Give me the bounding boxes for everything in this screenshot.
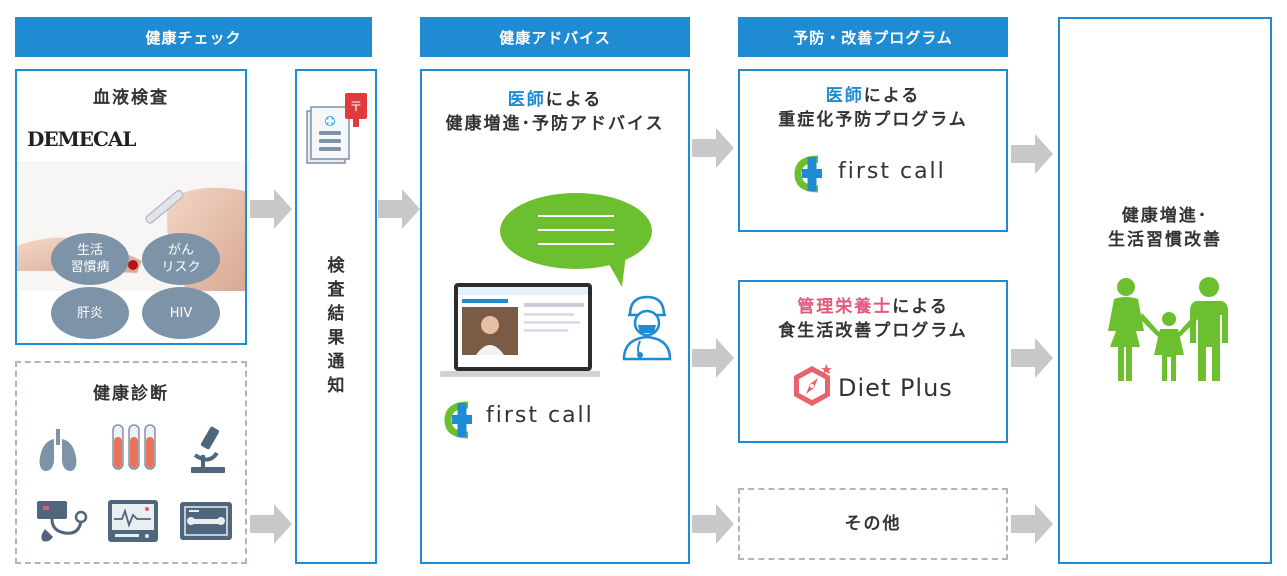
other-program-box: その他 xyxy=(738,488,1008,560)
advice-title-rest: による xyxy=(545,90,603,110)
nutrition-program-brand-name: Diet Plus xyxy=(838,374,953,402)
first-call-logo-icon xyxy=(444,401,472,439)
microscope-icon xyxy=(191,426,225,473)
result-notice-box: 〒 検査結果通知 xyxy=(295,69,377,564)
circle-cancer-risk: がん リスク xyxy=(142,233,220,285)
outcome-line2: 生活習慣改善 xyxy=(1108,230,1222,250)
advice-brand-name: first call xyxy=(486,403,594,428)
arrow-nutrition-to-outcome xyxy=(1011,338,1053,378)
doctor-program-title-line2: 重症化予防プログラム xyxy=(778,110,968,130)
nutrition-program-title-line1: 管理栄養士による xyxy=(740,294,1006,320)
arrow-advice-to-other xyxy=(692,504,734,544)
svg-text:〒: 〒 xyxy=(349,100,362,115)
demecal-logo: DEMECAL xyxy=(27,127,136,151)
xray-icon xyxy=(180,502,232,540)
advice-title-line1: 医師による xyxy=(422,87,688,113)
result-notice-label: 検査結果通知 xyxy=(327,256,345,396)
circle-lifestyle-disease: 生活 習慣病 xyxy=(51,233,129,285)
doctor-program-title-line1: 医師による xyxy=(740,83,1006,109)
circle-hepatitis: 肝炎 xyxy=(51,287,129,339)
arrow-advice-to-doctor-program xyxy=(692,128,734,168)
other-program-title: その他 xyxy=(844,514,902,534)
doctor-icon xyxy=(622,295,672,361)
header-health-check: 健康チェック xyxy=(15,17,372,57)
advice-title-line2: 健康増進･予防アドバイス xyxy=(445,114,665,134)
arrow-doctor-to-outcome xyxy=(1011,134,1053,174)
nutrition-program-title-highlight: 管理栄養士 xyxy=(797,297,893,317)
blood-test-box: 血液検査 DEMECAL 生活 習慣病 がん リスク 肝炎 HIV xyxy=(15,69,247,345)
document-mail-icon: 〒 xyxy=(306,93,367,164)
family-icon xyxy=(1108,277,1228,381)
heart-monitor-icon xyxy=(108,500,158,542)
diet-plus-logo-icon xyxy=(794,364,832,406)
nutrition-program-title-line2: 食生活改善プログラム xyxy=(778,321,968,341)
lungs-icon xyxy=(39,429,77,471)
blood-test-title: 血液検査 xyxy=(93,88,169,108)
nutrition-program-title-rest: による xyxy=(892,297,949,317)
blood-pressure-icon xyxy=(37,501,88,542)
arrow-other-to-outcome xyxy=(1011,504,1053,544)
laptop-video-call-icon xyxy=(440,283,600,377)
circle-hiv: HIV xyxy=(142,287,220,339)
header-health-advice: 健康アドバイス xyxy=(420,17,690,57)
first-call-logo-icon xyxy=(794,155,822,193)
test-tubes-icon xyxy=(112,424,156,470)
health-exam-title: 健康診断 xyxy=(93,384,169,404)
nutrition-program-box: 管理栄養士による 食生活改善プログラム Diet Plus xyxy=(738,280,1008,443)
speech-bubble-icon xyxy=(500,193,652,287)
health-advice-box: 医師による 健康増進･予防アドバイス fir xyxy=(420,69,690,564)
doctor-program-title-rest: による xyxy=(863,86,921,106)
advice-title-highlight: 医師 xyxy=(507,90,546,110)
arrow-exam-to-notice xyxy=(250,504,292,544)
outcome-box: 健康増進･ 生活習慣改善 xyxy=(1058,17,1272,564)
arrow-blood-to-notice xyxy=(250,189,292,229)
outcome-line1: 健康増進･ xyxy=(1121,206,1209,226)
health-exam-box: 健康診断 xyxy=(15,361,247,564)
arrow-advice-to-nutrition-program xyxy=(692,338,734,378)
arrow-notice-to-advice xyxy=(378,189,420,229)
doctor-program-box: 医師による 重症化予防プログラム first call xyxy=(738,69,1008,232)
header-prevention-program: 予防・改善プログラム xyxy=(738,17,1008,57)
doctor-program-title-highlight: 医師 xyxy=(825,86,864,106)
doctor-program-brand-name: first call xyxy=(838,159,946,184)
